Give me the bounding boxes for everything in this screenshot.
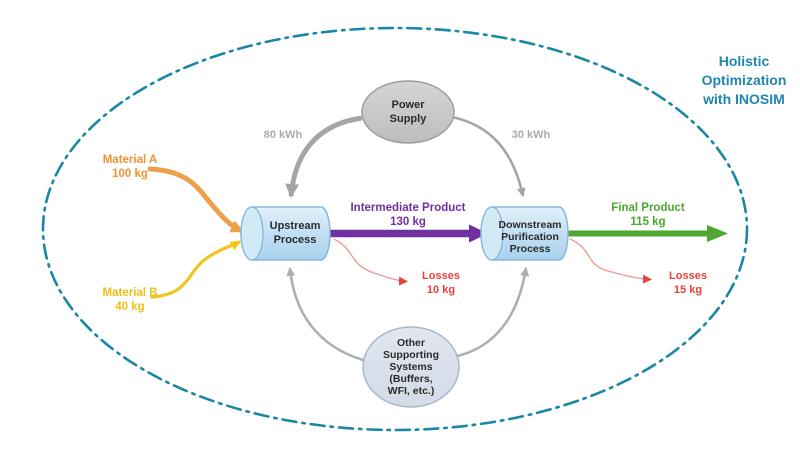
support-arrow-to-upstream [286,267,364,362]
losses-downstream-value: 15 kg [673,283,703,296]
title-line-3: with INOSIM [703,91,785,107]
losses-upstream-arrow [333,238,408,286]
supporting-line-5: WFI, etc.) [387,385,435,397]
energy-downstream-value: 30 kWh [511,129,551,141]
energy-downstream-label: 30 kWh [501,129,561,142]
intermediate-product-value: 130 kg [390,215,426,228]
losses-downstream-arrow [569,238,652,284]
supporting-systems-node [362,326,460,408]
upstream-cylinder-rim [240,206,264,261]
losses-upstream-label: Losses 10 kg [412,270,470,297]
upstream-line-2: Process [273,233,317,246]
material-b-label: Material B 40 kg [70,287,190,314]
material-a-arrow [147,166,245,234]
system-boundary-ellipse [41,26,749,432]
energy-upstream-value: 80 kWh [263,129,303,141]
intermediate-product-label: Intermediate Product 130 kg [338,202,478,229]
upstream-line-1: Upstream [269,220,321,232]
final-product-name: Final Product [611,202,685,214]
power-supply-line-2: Supply [389,112,427,125]
power-supply-label: Power Supply [358,99,458,126]
energy-upstream-label: 80 kWh [253,129,313,142]
supporting-systems-label: Other Supporting Systems (Buffers, WFI, … [363,337,459,397]
final-product-label: Final Product 115 kg [578,202,718,229]
downstream-line-2: Purification [501,231,559,243]
final-product-value: 115 kg [630,215,666,228]
power-supply-line-1: Power [391,99,425,111]
downstream-line-3: Process [509,243,551,255]
intermediate-product-arrowhead [469,224,488,243]
losses-downstream-label: Losses 15 kg [659,270,717,297]
downstream-line-1: Downstream [498,219,562,231]
title-line-2: Optimization [701,72,787,88]
power-supply-node [361,80,455,144]
support-arrow-to-downstream [452,267,530,359]
downstream-process-label: Downstream Purification Process [483,219,577,255]
upstream-process-label: Upstream Process [250,220,340,247]
energy-arrow-to-downstream [451,115,526,197]
supporting-line-3: Systems [389,361,433,373]
title-line-1: Holistic [718,53,770,69]
downstream-cylinder-rim [480,206,504,261]
intermediate-product-name: Intermediate Product [350,202,466,214]
final-product-arrowhead [707,225,728,242]
material-b-arrow [150,240,241,299]
material-a-value: 100 kg [112,167,148,180]
losses-upstream-value: 10 kg [426,283,456,296]
material-a-label: Material A 100 kg [70,154,190,181]
losses-upstream-name: Losses [422,270,460,282]
supporting-line-2: Supporting [383,349,439,361]
losses-downstream-name: Losses [669,270,707,282]
holistic-optimization-title: Holistic Optimization with INOSIM [664,52,800,109]
supporting-line-1: Other [396,337,425,349]
downstream-process-node [480,206,569,261]
upstream-process-node [240,206,331,261]
supporting-line-4: (Buffers, [389,373,433,385]
energy-arrow-to-upstream [285,115,363,198]
material-b-name: Material B [102,287,158,299]
material-b-value: 40 kg [115,300,145,313]
material-a-name: Material A [102,154,158,166]
